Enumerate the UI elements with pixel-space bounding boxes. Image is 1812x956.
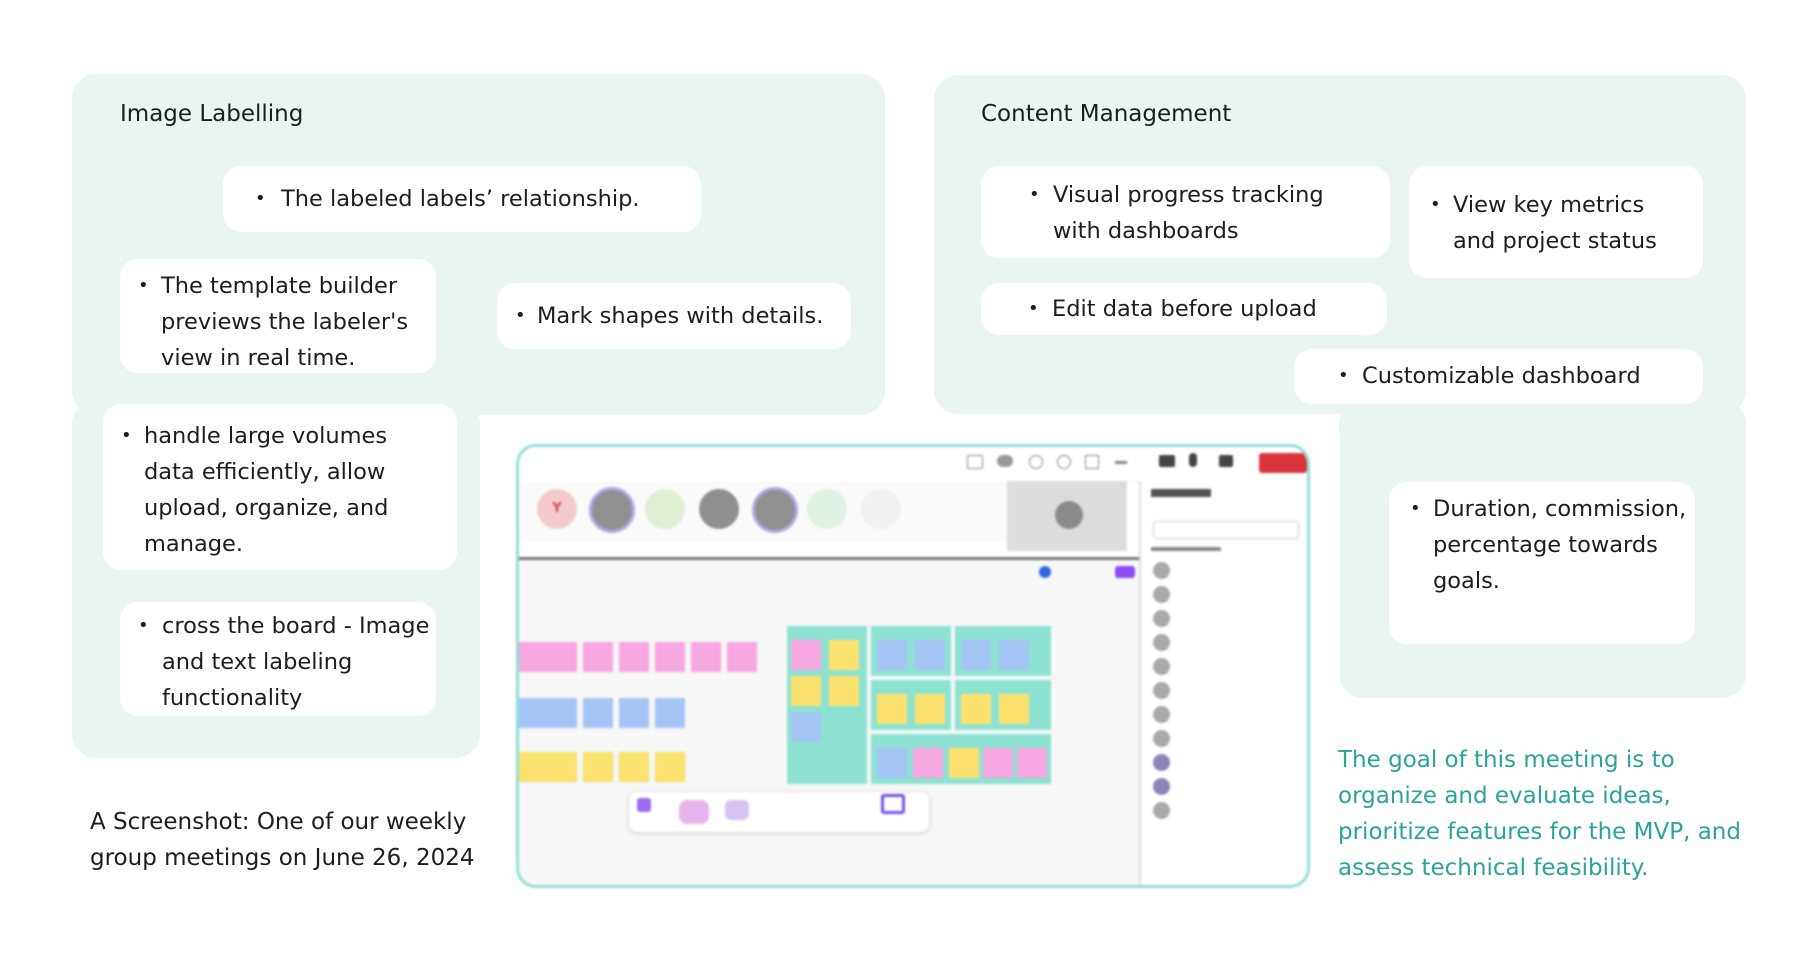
- content-management-title: Content Management: [981, 101, 1232, 127]
- edit-data-card: • Edit data before upload: [981, 283, 1387, 335]
- whiteboard-toolbar: [629, 792, 929, 832]
- cross-board-card: • cross the board - Image and text label…: [120, 602, 436, 716]
- edit-data-text: Edit data before upload: [1052, 296, 1317, 322]
- template-builder-text: The template builder previews the labele…: [161, 273, 409, 371]
- large-volumes-card: • handle large volumes data efficiently,…: [103, 404, 457, 570]
- cross-board-text: cross the board - Image and text labelin…: [162, 613, 430, 711]
- participants-panel: [1139, 481, 1307, 885]
- toolbar: [519, 447, 1307, 482]
- participant-avatar: [807, 489, 847, 529]
- duration-text: Duration, commission, percentage towards…: [1433, 496, 1687, 594]
- customizable-dashboard-text: Customizable dashboard: [1362, 363, 1641, 389]
- labeled-relationship-text: The labeled labels’ relationship.: [281, 186, 640, 212]
- progress-tracking-card: • Visual progress tracking with dashboar…: [981, 166, 1390, 258]
- participant-avatar: Y: [537, 489, 577, 529]
- participant-avatar: [861, 489, 901, 529]
- customizable-dashboard-card: • Customizable dashboard: [1294, 349, 1703, 404]
- mark-shapes-card: • Mark shapes with details.: [497, 283, 851, 349]
- speaker-tile: [1007, 481, 1127, 551]
- key-metrics-text: View key metrics and project status: [1453, 192, 1657, 254]
- meeting-screenshot: Y: [516, 444, 1310, 888]
- participant-avatar: [699, 489, 739, 529]
- participant-avatar: [752, 487, 798, 533]
- image-labelling-title: Image Labelling: [120, 101, 304, 127]
- participant-avatar: [589, 487, 635, 533]
- progress-tracking-text: Visual progress tracking with dashboards: [1053, 182, 1324, 244]
- large-volumes-text: handle large volumes data efficiently, a…: [144, 423, 389, 557]
- duration-card: • Duration, commission, percentage towar…: [1389, 482, 1695, 644]
- screenshot-caption: A Screenshot: One of our weekly group me…: [90, 809, 475, 871]
- mark-shapes-text: Mark shapes with details.: [537, 303, 824, 329]
- key-metrics-card: • View key metrics and project status: [1409, 166, 1703, 278]
- whiteboard: [519, 557, 1139, 885]
- meeting-goal-text: The goal of this meeting is to organize …: [1338, 747, 1741, 881]
- participant-avatar: [645, 489, 685, 529]
- labeled-relationship-card: • The labeled labels’ relationship.: [223, 166, 701, 232]
- template-builder-card: • The template builder previews the labe…: [120, 259, 436, 373]
